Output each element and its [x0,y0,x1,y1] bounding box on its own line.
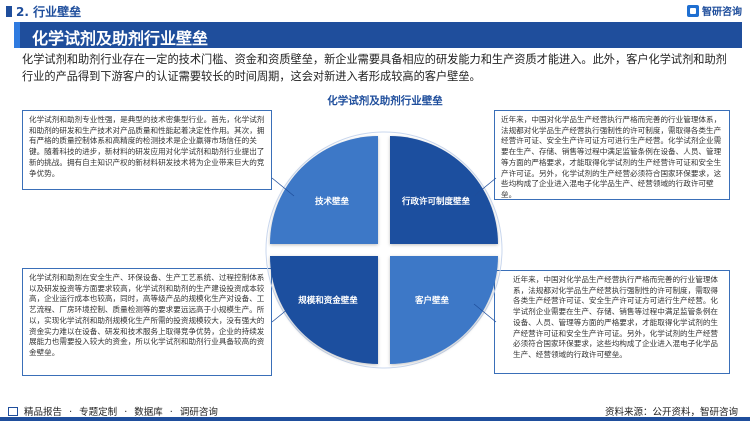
diagram-title: 化学试剂及助剂行业壁垒 [327,95,443,107]
quadrant-tech [270,136,378,244]
footer-link-database[interactable]: 数据库 [134,407,163,418]
quadrant-label-capital: 规模和资金壁垒 [298,295,358,306]
license-barrier-description: 近年来，中国对化学品生产经营执行严格而完善的行业管理体系，法规都对化学品生产经营… [494,110,730,200]
quadrant-label-tech: 技术壁垒 [315,196,350,207]
tech-barrier-description: 化学试剂和助剂专业性强，是典型的技术密集型行业。首先，化学试剂和助剂的研发和生产… [22,110,272,190]
footer: 精品报告 · 专题定制 · 数据库 · 调研咨询 资料来源：公开资料，智研咨询 [0,399,750,421]
page-title: 化学试剂及助剂行业壁垒 [32,29,209,48]
quadrant-label-license: 行政许可制度壁垒 [401,196,471,207]
footer-links: 精品报告 · 专题定制 · 数据库 · 调研咨询 [8,404,222,418]
section-label: 2. 行业壁垒 [6,3,81,20]
section-marker-icon [6,6,12,17]
quadrant-capital [270,256,378,364]
title-accent [14,22,20,48]
quadrant-label-customer: 客户壁垒 [414,295,450,306]
outer-ring [265,131,503,369]
intro-paragraph: 化学试剂和助剂行业存在一定的技术门槛、资金和资质壁垒，新企业需要具备相应的研发能… [22,53,727,83]
title-bar: 化学试剂及助剂行业壁垒 [14,22,742,48]
footer-strip [0,417,750,421]
connector-tr [473,177,497,197]
footer-link-research[interactable]: 调研咨询 [179,407,218,418]
footer-link-custom[interactable]: 专题定制 [79,407,118,418]
connector-br [473,303,497,323]
quadrant-license [390,136,498,244]
brand-logo: 智研咨询 [687,3,742,18]
quadrant-customer [390,256,498,364]
connector-bl [271,303,295,323]
footer-link-reports[interactable]: 精品报告 [24,407,63,418]
connector-tl [271,177,295,197]
top-bar: 2. 行业壁垒 智研咨询 [0,0,750,22]
barrier-circle-diagram: 技术壁垒 行政许可制度壁垒 规模和资金壁垒 客户壁垒 [265,131,503,369]
capital-barrier-description: 化学试剂和助剂在安全生产、环保设备、生产工艺系统、过程控制体系以及研发投资等方面… [22,268,272,376]
brand-icon [687,5,699,17]
customer-barrier-description: 近年来，中国对化学品生产经营执行严格而完善的行业管理体系，法规都对化学品生产经营… [494,270,730,374]
source-note: 资料来源：公开资料，智研咨询 [604,407,738,418]
report-icon [8,407,18,416]
